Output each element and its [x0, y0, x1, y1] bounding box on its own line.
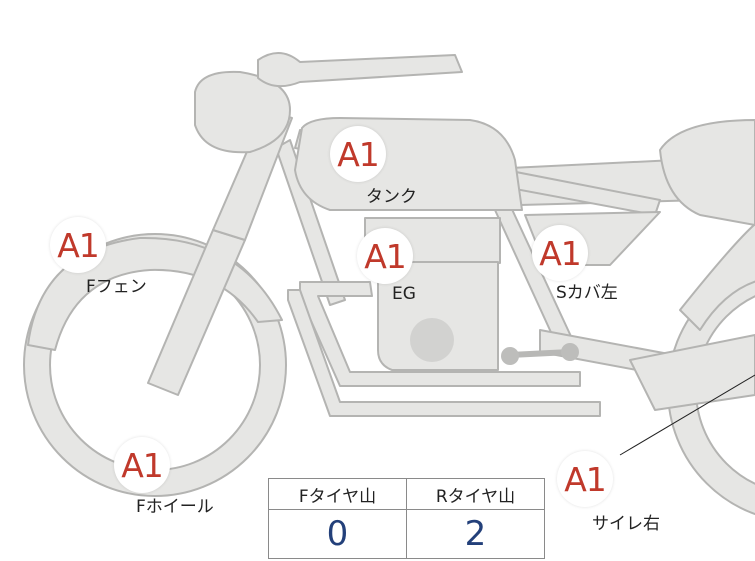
front-tire-value: 0 [269, 510, 407, 559]
grade-badge-engine: A1 [357, 228, 413, 284]
grade-text-front-fender: A1 [57, 226, 99, 265]
tail-cowl [660, 120, 755, 225]
part-label-silencer-right: サイレ右 [592, 509, 660, 534]
part-label-tank: タンク [366, 182, 417, 207]
grade-badge-silencer-right: A1 [557, 451, 613, 507]
tire-table-header-row: Fタイヤ山 Rタイヤ山 [269, 479, 545, 510]
shift-pivot-right [561, 343, 579, 361]
grade-text-silencer-right: A1 [564, 460, 606, 499]
grade-badge-front-wheel: A1 [114, 437, 170, 493]
grade-text-engine: A1 [364, 237, 406, 276]
front-tire-header: Fタイヤ山 [269, 479, 407, 510]
part-label-front-wheel: Fホイール [136, 492, 214, 517]
part-label-engine: EG [392, 284, 416, 304]
rear-tire-value: 2 [407, 510, 545, 559]
rear-tire-header: Rタイヤ山 [407, 479, 545, 510]
grade-text-front-wheel: A1 [121, 446, 163, 485]
engine-cover [410, 318, 454, 362]
tire-tread-table: Fタイヤ山 Rタイヤ山 0 2 [268, 478, 545, 559]
grade-badge-tank: A1 [330, 126, 386, 182]
tire-table-value-row: 0 2 [269, 510, 545, 559]
grade-text-tank: A1 [337, 135, 379, 174]
shift-pivot-left [501, 347, 519, 365]
handlebar [258, 53, 462, 86]
shift-linkage [510, 352, 570, 355]
part-label-side-cover-left: Sカバ左 [556, 278, 618, 303]
part-label-front-fender: Fフェン [86, 272, 147, 297]
grade-badge-front-fender: A1 [50, 217, 106, 273]
grade-text-side-cover-left: A1 [539, 234, 581, 273]
grade-badge-side-cover-left: A1 [532, 225, 588, 281]
